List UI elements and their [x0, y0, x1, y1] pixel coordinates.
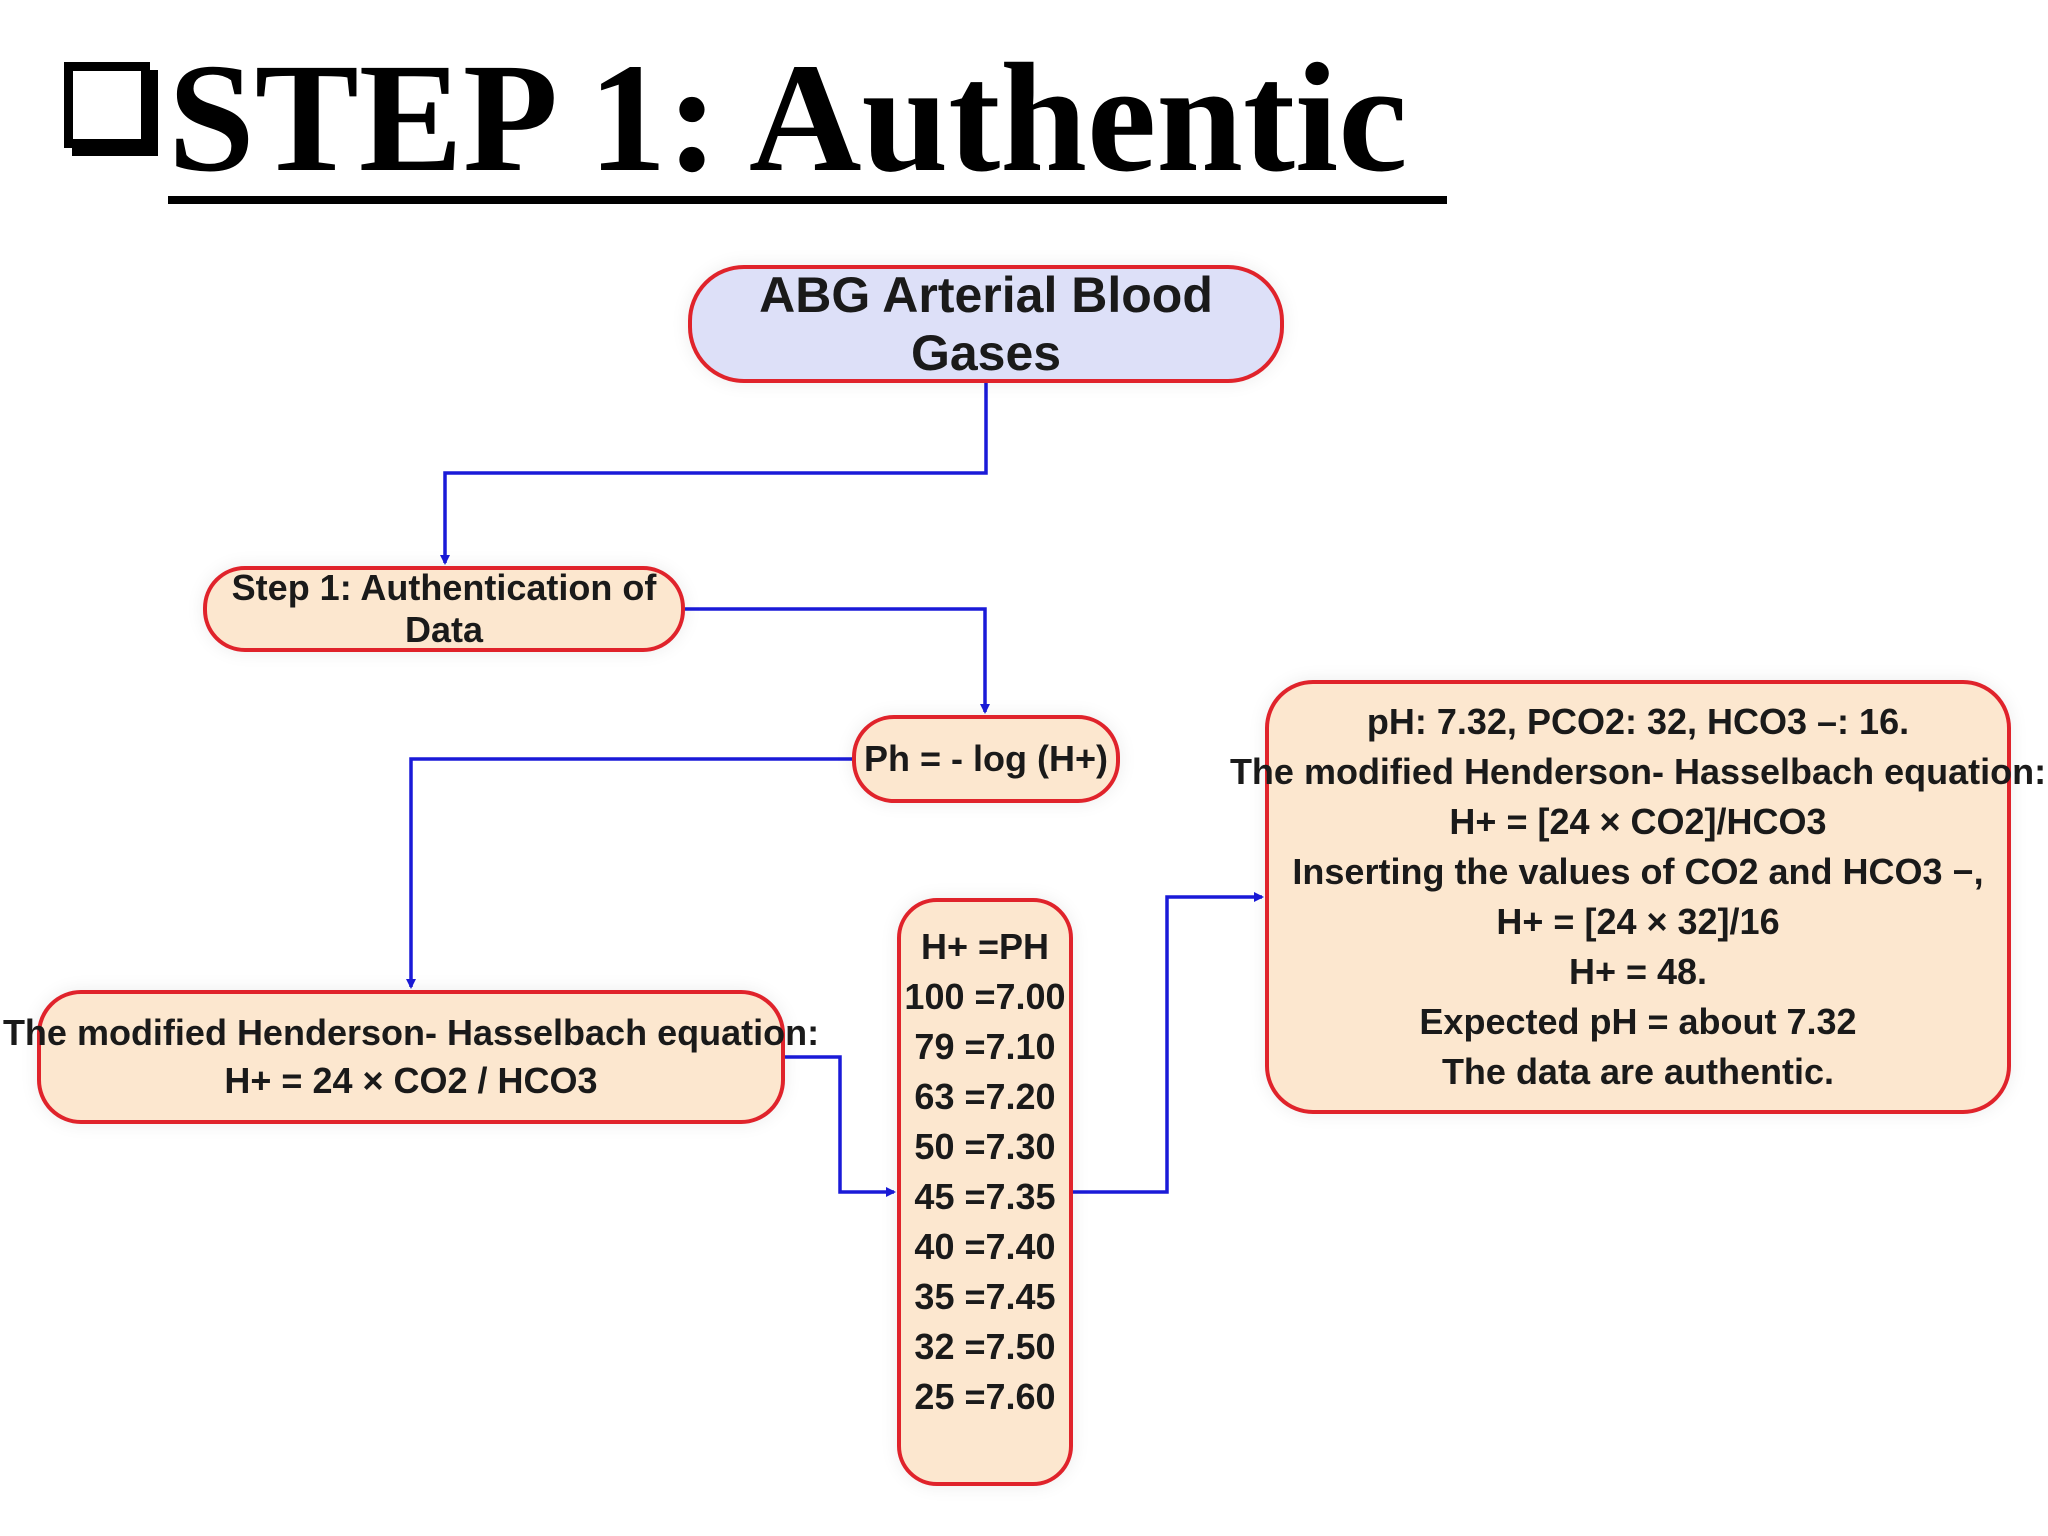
henderson-line-2: H+ = 24 × CO2 / HCO3: [224, 1060, 598, 1101]
title-text: STEP 1: Authentic: [168, 31, 1447, 204]
henderson-line-1: The modified Henderson- Hasselbach equat…: [2, 1012, 820, 1053]
result-line: The modified Henderson- Hasselbach equat…: [1229, 751, 2047, 792]
table-header: H+ =PH: [920, 926, 1050, 967]
result-line: H+ = [24 × 32]/16: [1496, 901, 1780, 942]
result-line: pH: 7.32, PCO2: 32, HCO3 –: 16.: [1366, 701, 1910, 742]
result-line: H+ = [24 × CO2]/HCO3: [1449, 801, 1827, 842]
connector-abg-to-step1: [440, 383, 988, 565]
table-row: 32 =7.50: [914, 1326, 1056, 1367]
result-line: The data are authentic.: [1441, 1051, 1835, 1092]
ph-formula-node: Ph = - log (H+): [852, 715, 1120, 803]
connector-henderson-to-table: [785, 1055, 896, 1197]
result-line: Inserting the values of CO2 and HCO3 −,: [1292, 851, 1984, 892]
table-row: 25 =7.60: [914, 1376, 1056, 1417]
result-line: H+ = 48.: [1568, 951, 1708, 992]
table-row: 50 =7.30: [914, 1126, 1056, 1167]
checkbox-bullet-icon: [64, 62, 150, 148]
step1-authentication-node: Step 1: Authentication of Data: [203, 566, 685, 652]
hplus-ph-table-node: H+ =PH 100 =7.00 79 =7.10 63 =7.20 50 =7…: [897, 898, 1073, 1486]
table-row: 100 =7.00: [904, 976, 1066, 1017]
connector-ph-to-henderson: [406, 757, 852, 989]
result-line: Expected pH = about 7.32: [1419, 1001, 1857, 1042]
connector-table-to-result: [1073, 892, 1264, 1194]
connector-step1-to-ph: [685, 607, 990, 714]
henderson-equation-node: The modified Henderson- Hasselbach equat…: [3, 990, 819, 1124]
table-row: 63 =7.20: [914, 1076, 1056, 1117]
abg-node: ABG Arterial Blood Gases: [688, 265, 1284, 383]
result-calculation-node: pH: 7.32, PCO2: 32, HCO3 –: 16. The modi…: [1230, 680, 2046, 1114]
slide-title: STEP 1: Authentic: [64, 40, 1447, 204]
table-row: 40 =7.40: [914, 1226, 1056, 1267]
table-row: 35 =7.45: [914, 1276, 1056, 1317]
table-row: 45 =7.35: [914, 1176, 1056, 1217]
table-row: 79 =7.10: [914, 1026, 1056, 1067]
